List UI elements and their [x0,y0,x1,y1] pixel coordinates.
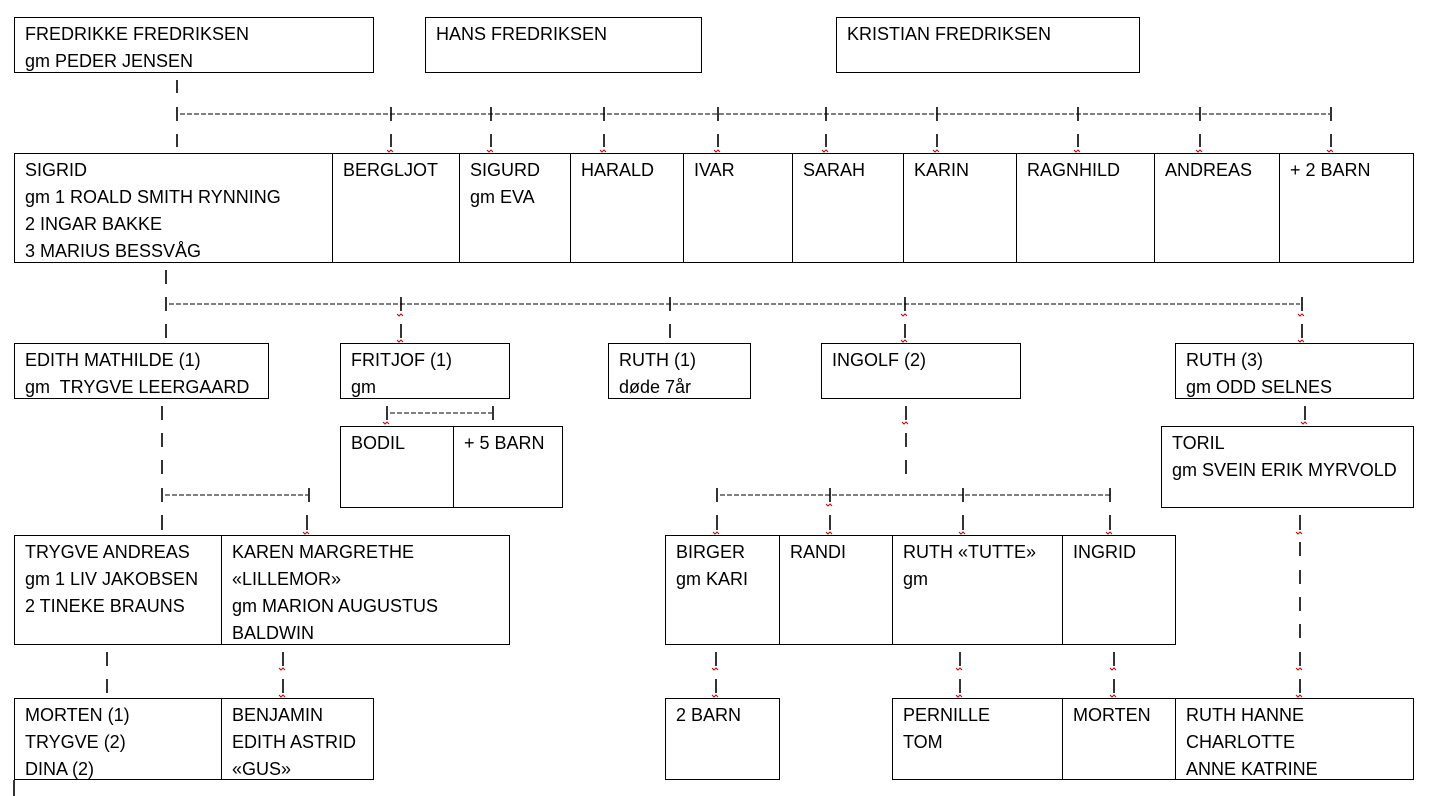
person-box-hans: HANS FREDRIKSEN [425,17,702,73]
spouse-line: 2 TINEKE BRAUNS [25,596,185,616]
person-cell-birger: BIRGER gm KARI [666,536,780,644]
person-cell-karin: KARIN [904,154,1017,262]
name-line: RUTH «TUTTE» [903,542,1037,562]
person-cell-plus5: + 5 BARN [454,427,562,507]
grandchildren-row-edith: MORTEN (1) TRYGVE (2) DINA (2) BENJAMIN … [14,698,374,780]
person-cell-andreas: ANDREAS [1155,154,1280,262]
name-line: TOM [903,732,943,752]
name-line: FREDRIKKE FREDRIKSEN [25,24,250,44]
name-line: BENJAMIN [232,705,324,725]
person-cell-ragnhild: RAGNHILD [1017,154,1155,262]
spouse-line: gm 1 ROALD SMITH RYNNING [25,187,281,207]
name-line: ANNE KATRINE [1186,759,1318,779]
person-box-ingolf: INGOLF (2) [821,343,1021,399]
name-line: 2 BARN [676,705,742,725]
nickname-line: «LILLEMOR» [232,569,342,589]
name-line: RUTH HANNE [1186,705,1305,725]
name-line: KRISTIAN FREDRIKSEN [847,24,1052,44]
name-line: BIRGER [676,542,746,562]
person-cell-benjamin: BENJAMIN EDITH ASTRID «GUS» [222,699,373,779]
name-line: + 5 BARN [464,433,545,453]
spouse-line: gm SVEIN ERIK MYRVOLD [1172,460,1397,480]
person-box-ruth3: RUTH (3) gm ODD SELNES [1175,343,1414,399]
children-row-fritjof: BODIL + 5 BARN [340,426,563,508]
spouse-line: BALDWIN [232,623,315,643]
person-cell-harald: HARALD [571,154,684,262]
note-line: døde 7år [619,377,692,397]
name-line: IVAR [694,160,735,180]
name-line: HANS FREDRIKSEN [436,24,608,44]
name-line: BERGLJOT [343,160,439,180]
person-cell-ingrid: INGRID [1063,536,1175,644]
name-line: SIGURD [470,160,541,180]
person-cell-trygve: TRYGVE ANDREAS gm 1 LIV JAKOBSEN 2 TINEK… [15,536,222,644]
name-line: RANDI [790,542,847,562]
name-line: RAGNHILD [1027,160,1121,180]
person-cell-morten2: MORTEN [1063,699,1176,779]
person-box-kristian: KRISTIAN FREDRIKSEN [836,17,1140,73]
person-cell-ruthhanne: RUTH HANNE CHARLOTTE ANNE KATRINE [1176,699,1413,779]
person-cell-sarah: SARAH [793,154,904,262]
person-box-fritjof: FRITJOF (1) gm [340,343,510,399]
spouse-line: gm TRYGVE LEERGAARD [25,377,250,397]
spouse-line: gm [351,377,377,397]
name-line: EDITH ASTRID [232,732,357,752]
children-row-edith: TRYGVE ANDREAS gm 1 LIV JAKOBSEN 2 TINEK… [14,535,510,645]
name-line: TORIL [1172,433,1225,453]
person-cell-sigurd: SIGURD gm EVA [460,154,571,262]
name-line: «GUS» [232,759,292,779]
spouse-line: 2 INGAR BAKKE [25,214,163,234]
person-cell-pernille: PERNILLE TOM [893,699,1063,779]
person-box-fredrikke: FREDRIKKE FREDRIKSEN gm PEDER JENSEN [14,17,374,73]
name-line: INGOLF (2) [832,350,927,370]
person-cell-karen: KAREN MARGRETHE «LILLEMOR» gm MARION AUG… [222,536,509,644]
spouse-line: gm MARION AUGUSTUS [232,596,439,616]
person-box-toril: TORIL gm SVEIN ERIK MYRVOLD [1161,426,1414,508]
children-row-ingolf: BIRGER gm KARI RANDI RUTH «TUTTE» gm ING… [665,535,1176,645]
spouse-line: gm EVA [470,187,535,207]
spouse-line: 3 MARIUS BESSVÅG [25,241,202,261]
spouse-line: gm KARI [676,569,749,589]
name-line: SIGRID [25,160,88,180]
person-cell-plus2: + 2 BARN [1280,154,1413,262]
name-line: EDITH MATHILDE (1) [25,350,201,370]
name-line: PERNILLE [903,705,991,725]
name-line: DINA (2) [25,759,95,779]
name-line: RUTH (3) [1186,350,1263,370]
name-line: ANDREAS [1165,160,1253,180]
grandchildren-row-ingolf-ruth: PERNILLE TOM MORTEN RUTH HANNE CHARLOTTE… [892,698,1414,780]
person-box-edith: EDITH MATHILDE (1) gm TRYGVE LEERGAARD [14,343,269,399]
name-line: + 2 BARN [1290,160,1371,180]
name-line: KAREN MARGRETHE [232,542,415,562]
name-line: HARALD [581,160,655,180]
name-line: TRYGVE (2) [25,732,126,752]
spouse-line: gm PEDER JENSEN [25,51,194,71]
person-cell-morten1: MORTEN (1) TRYGVE (2) DINA (2) [15,699,222,779]
person-cell-randi: RANDI [780,536,893,644]
person-box-birger-children: 2 BARN [665,698,780,780]
name-line: MORTEN (1) [25,705,130,725]
spouse-line: gm ODD SELNES [1186,377,1333,397]
person-cell-sigrid: SIGRID gm 1 ROALD SMITH RYNNING 2 INGAR … [15,154,333,262]
name-line: INGRID [1073,542,1136,562]
name-line: FRITJOF (1) [351,350,452,370]
person-box-ruth1: RUTH (1) døde 7år [608,343,751,399]
spouse-line: gm 1 LIV JAKOBSEN [25,569,199,589]
name-line: MORTEN [1073,705,1151,725]
person-cell-ruthtutte: RUTH «TUTTE» gm [893,536,1063,644]
name-line: KARIN [914,160,970,180]
name-line: RUTH (1) [619,350,696,370]
spouse-line: gm [903,569,929,589]
person-cell-bergljot: BERGLJOT [333,154,460,262]
name-line: SARAH [803,160,866,180]
name-line: BODIL [351,433,406,453]
name-line: CHARLOTTE [1186,732,1296,752]
person-cell-ivar: IVAR [684,154,793,262]
person-cell-bodil: BODIL [341,427,454,507]
name-line: TRYGVE ANDREAS [25,542,190,562]
children-row-gen1: SIGRID gm 1 ROALD SMITH RYNNING 2 INGAR … [14,153,1414,263]
